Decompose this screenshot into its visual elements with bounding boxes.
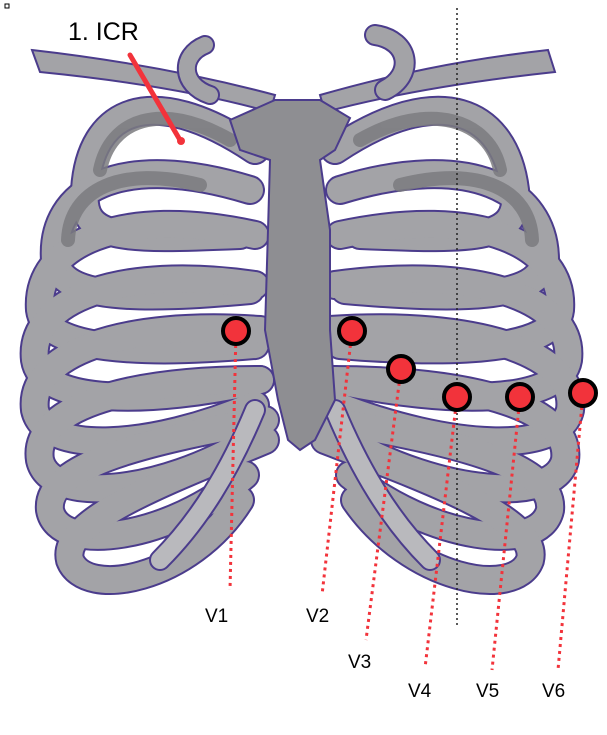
electrode-v2-label: V2 [306,606,329,627]
electrode-v4 [444,384,470,410]
icr-annotation: 1. ICR [68,18,139,46]
electrode-v5-label: V5 [476,681,499,702]
electrode-v1-label: V1 [205,606,228,627]
corner-marker-icon [5,4,9,8]
electrode-v3-label: V3 [348,652,371,673]
icr-pointer-dot [177,137,185,145]
electrode-v2 [339,318,365,344]
electrode-v6-label: V6 [542,681,565,702]
electrode-v4-label: V4 [408,681,432,702]
electrode-v1 [223,318,249,344]
electrode-v5 [507,384,533,410]
electrode-v3 [388,356,414,382]
electrode-v6 [570,380,596,406]
